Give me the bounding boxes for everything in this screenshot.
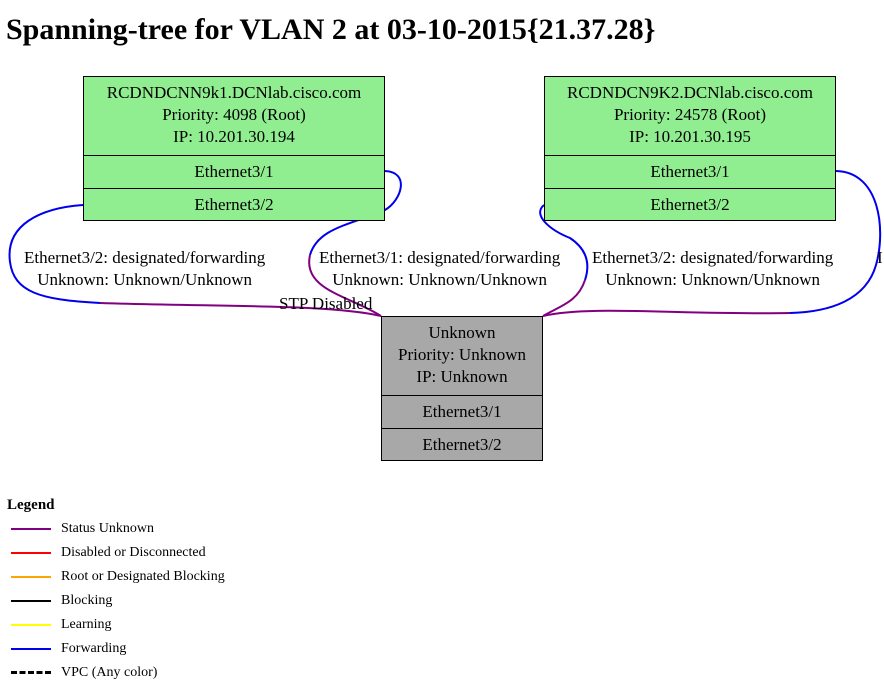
port-ethernet3-2: Ethernet3/2 bbox=[194, 195, 274, 214]
legend-label: Forwarding bbox=[61, 641, 127, 656]
port-ethernet3-2: Ethernet3/2 bbox=[422, 435, 502, 454]
port-ethernet3-1: Ethernet3/1 bbox=[84, 156, 384, 189]
edge-label-truncated: I bbox=[877, 248, 883, 267]
edge-switch1-eth31-unknown bbox=[308, 254, 382, 317]
legend-item: Root or Designated Blocking bbox=[7, 565, 225, 589]
switch-node-header: RCDNDCNN9k1.DCNlab.cisco.com Priority: 4… bbox=[84, 77, 384, 156]
legend-label: Learning bbox=[61, 617, 112, 632]
switch-ip: IP: Unknown bbox=[416, 367, 508, 386]
edge-switch2-eth32-unknown bbox=[542, 279, 586, 317]
switch-node-header: Unknown Priority: Unknown IP: Unknown bbox=[382, 317, 542, 396]
switch-node-rcdndcn9k2: RCDNDCN9K2.DCNlab.cisco.com Priority: 24… bbox=[544, 76, 836, 221]
legend-swatch bbox=[11, 600, 51, 602]
legend-item: Learning bbox=[7, 613, 112, 637]
legend-label: Root or Designated Blocking bbox=[61, 569, 225, 584]
legend-swatch bbox=[11, 648, 51, 650]
legend-item: VPC (Any color) bbox=[7, 661, 157, 685]
legend: Legend Status Unknown Disabled or Discon… bbox=[7, 495, 225, 685]
legend-item: Status Unknown bbox=[7, 517, 154, 541]
page-title: Spanning-tree for VLAN 2 at 03-10-2015{2… bbox=[6, 13, 656, 46]
edge-label-line2: Unknown: Unknown/Unknown bbox=[37, 270, 253, 289]
switch-hostname: Unknown bbox=[428, 323, 496, 342]
legend-item: Forwarding bbox=[7, 637, 126, 661]
edge-label-switch1-eth32: Ethernet3/2: designated/forwarding Unkno… bbox=[24, 247, 265, 291]
switch-priority: Priority: 24578 (Root) bbox=[613, 105, 767, 124]
edge-switch1-eth32-forwarding bbox=[8, 204, 101, 304]
edge-label-switch1-eth31: Ethernet3/1: designated/forwarding Unkno… bbox=[319, 247, 560, 291]
legend-swatch bbox=[11, 528, 51, 530]
edge-switch2-eth32-forwarding bbox=[539, 204, 589, 281]
stp-disabled-label: STP Disabled bbox=[279, 294, 373, 313]
legend-swatch bbox=[11, 552, 51, 554]
switch-node-unknown: Unknown Priority: Unknown IP: Unknown Et… bbox=[381, 316, 543, 461]
port-ethernet3-1: Ethernet3/1 bbox=[545, 156, 835, 189]
legend-title: Legend bbox=[7, 497, 55, 513]
switch-hostname: RCDNDCNN9k1.DCNlab.cisco.com bbox=[106, 83, 362, 102]
switch-ip: IP: 10.201.30.195 bbox=[629, 127, 751, 146]
legend-swatch bbox=[11, 576, 51, 578]
legend-label: Disabled or Disconnected bbox=[61, 545, 206, 560]
edge-label-line1: Ethernet3/2: designated/forwarding bbox=[592, 248, 834, 267]
switch-ip: IP: 10.201.30.194 bbox=[173, 127, 295, 146]
edge-label-line1: Ethernet3/1: designated/forwarding bbox=[319, 248, 561, 267]
legend-label: Blocking bbox=[61, 593, 113, 608]
legend-item: Blocking bbox=[7, 589, 112, 613]
edge-label-switch2-eth32: Ethernet3/2: designated/forwarding Unkno… bbox=[592, 247, 833, 291]
edge-switch2-eth31-forwarding bbox=[789, 170, 882, 314]
switch-hostname: RCDNDCN9K2.DCNlab.cisco.com bbox=[566, 83, 813, 102]
switch-priority: Priority: Unknown bbox=[398, 345, 526, 364]
port-ethernet3-1: Ethernet3/1 bbox=[382, 396, 542, 429]
legend-label: Status Unknown bbox=[61, 521, 154, 536]
legend-swatch bbox=[11, 624, 51, 626]
edge-label-line2: Unknown: Unknown/Unknown bbox=[605, 270, 821, 289]
edge-label-line1: Ethernet3/2: designated/forwarding bbox=[24, 248, 266, 267]
switch-node-rcdndcnn9k1: RCDNDCNN9k1.DCNlab.cisco.com Priority: 4… bbox=[83, 76, 385, 221]
switch-node-header: RCDNDCN9K2.DCNlab.cisco.com Priority: 24… bbox=[545, 77, 835, 156]
port-ethernet3-2: Ethernet3/2 bbox=[650, 195, 730, 214]
legend-swatch bbox=[11, 671, 51, 674]
legend-label: VPC (Any color) bbox=[61, 665, 158, 680]
switch-priority: Priority: 4098 (Root) bbox=[162, 105, 306, 124]
legend-item: Disabled or Disconnected bbox=[7, 541, 206, 565]
edge-switch2-eth31-unknown bbox=[542, 309, 791, 317]
edge-switch1-eth32-unknown bbox=[99, 302, 382, 317]
edge-label-line2: Unknown: Unknown/Unknown bbox=[332, 270, 548, 289]
